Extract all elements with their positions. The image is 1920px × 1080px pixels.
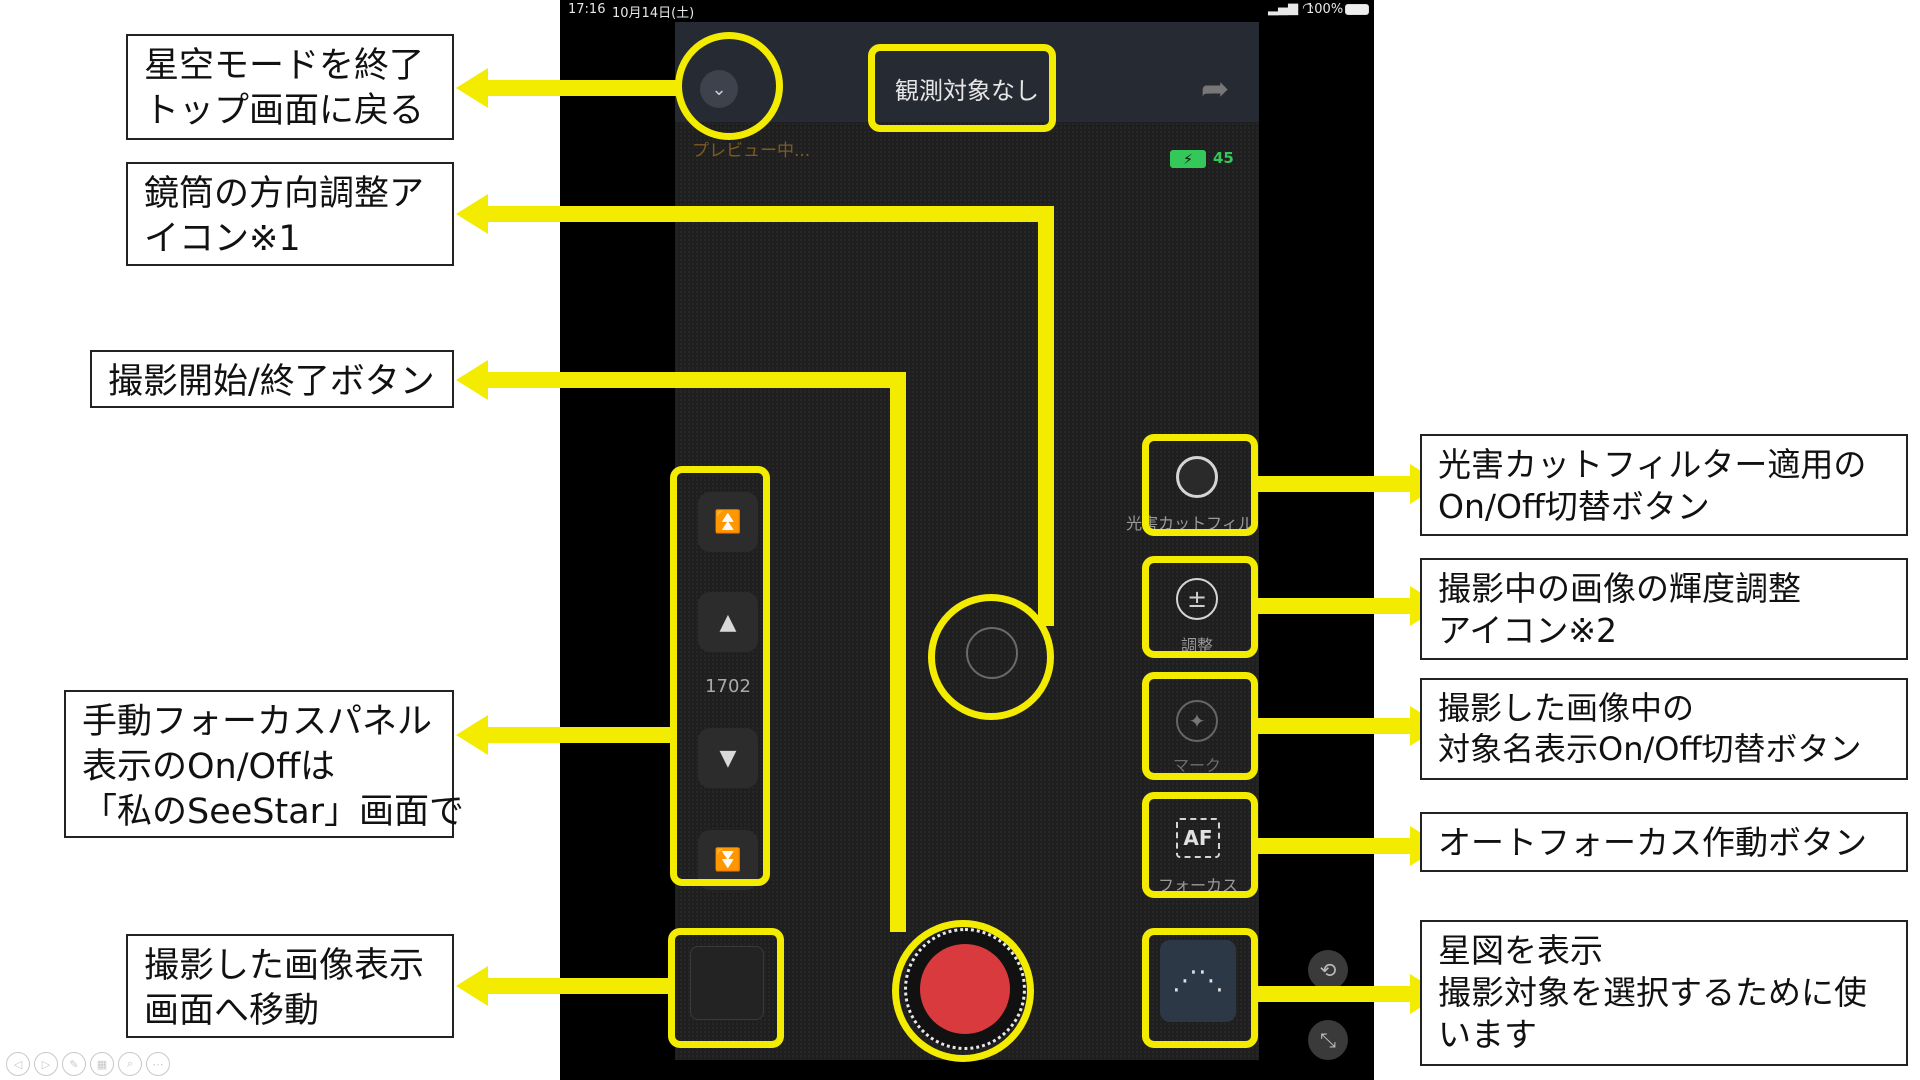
arrowhead-record: [456, 360, 488, 400]
callout-scope-direction: 鏡筒の方向調整ア イコン※1: [126, 162, 454, 266]
highlight-autofocus: [1142, 792, 1258, 898]
more-icon[interactable]: ⋯: [146, 1052, 170, 1076]
pen-icon[interactable]: ✎: [62, 1052, 86, 1076]
zoom-icon[interactable]: ⌕: [118, 1052, 142, 1076]
callout-manual-focus: 手動フォーカスパネル 表示のOn/Offは 「私のSeeStar」画面で: [64, 690, 465, 838]
plus-minus-icon: ±: [1186, 585, 1208, 613]
focus-label: フォーカス: [1157, 876, 1238, 895]
camera-view: [675, 22, 1259, 1060]
up-arrow-icon: ▲: [719, 609, 737, 635]
callout-star-chart: 星図を表示 撮影対象を選択するために使 います: [1420, 920, 1908, 1066]
play-icon[interactable]: ▷: [34, 1052, 58, 1076]
connector-af: [1256, 838, 1412, 854]
scope-battery-icon: ⚡: [1170, 150, 1206, 168]
connector-lp: [1256, 476, 1412, 492]
mark-label: マーク: [1172, 756, 1221, 775]
brightness-adjust-button[interactable]: ±: [1176, 578, 1218, 620]
callout-line: 撮影開始/終了ボタン: [108, 362, 435, 402]
callout-line: イコン※1: [144, 218, 301, 259]
gallery-thumbnail[interactable]: [690, 946, 764, 1020]
highlight-target-label: [868, 44, 1056, 132]
connector-gallery: [488, 978, 672, 994]
sparkle-icon: ✦: [1188, 709, 1206, 733]
focus-down-button[interactable]: ▼: [698, 728, 758, 788]
share-icon[interactable]: ➦: [1200, 69, 1230, 109]
double-up-icon: ⏫: [714, 509, 742, 535]
connector-direction-v: [1038, 206, 1054, 626]
callout-line: On/Off切替ボタン: [1438, 487, 1710, 527]
prev-slide-icon[interactable]: ◁: [6, 1052, 30, 1076]
callout-line: 「私のSeeStar」画面で: [82, 791, 465, 832]
callout-line: 光害カットフィルター適用の: [1438, 445, 1867, 484]
highlight-joystick: [928, 594, 1054, 720]
down-arrow-icon: ▼: [719, 745, 737, 771]
arrowhead-direction: [456, 194, 488, 234]
status-date: 10月14日(土): [612, 6, 695, 21]
callout-line: トップ画面に戻る: [144, 90, 425, 131]
arrowhead-exit: [456, 68, 488, 108]
rotate-icon[interactable]: ⟲: [1308, 950, 1348, 990]
callout-line: 画面へ移動: [144, 990, 320, 1031]
lp-filter-label: 光害カットフィル: [1126, 514, 1254, 533]
callout-line: アイコン※2: [1438, 611, 1617, 651]
adjust-label: 調整: [1180, 636, 1213, 655]
arrowhead-focus: [456, 715, 488, 755]
slides-icon[interactable]: ▦: [90, 1052, 114, 1076]
device-battery-icon: [1345, 4, 1369, 15]
callout-line: 星空モードを終了: [144, 46, 425, 86]
connector-adjust: [1256, 598, 1412, 614]
callout-brightness: 撮影中の画像の輝度調整 アイコン※2: [1420, 558, 1908, 660]
callout-object-names: 撮影した画像中の 対象名表示On/Off切替ボタン: [1420, 678, 1908, 780]
highlight-record-button: [892, 920, 1034, 1062]
callout-line: 撮影対象を選択するために使: [1438, 973, 1867, 1013]
callout-record-button: 撮影開始/終了ボタン: [90, 350, 454, 408]
constellation-icon: ⋰⋱: [1172, 966, 1224, 996]
focus-position: 1702: [705, 676, 751, 697]
connector-record-v: [890, 372, 906, 932]
star-chart-button[interactable]: ⋰⋱: [1160, 940, 1236, 1022]
callout-line: 表示のOn/Offは: [82, 746, 336, 787]
connector-exit: [488, 80, 678, 96]
scope-battery-level: 45: [1213, 149, 1234, 167]
highlight-gallery: [668, 928, 784, 1048]
callout-gallery: 撮影した画像表示 画面へ移動: [126, 934, 454, 1038]
connector-star-chart: [1256, 986, 1412, 1002]
status-battery-percent: 100%: [1306, 2, 1344, 17]
collapse-icon[interactable]: ⤡: [1308, 1020, 1348, 1060]
lp-filter-toggle[interactable]: [1176, 456, 1218, 498]
highlight-adjust: [1142, 556, 1258, 658]
connector-direction-h: [488, 206, 1054, 222]
mark-toggle-button[interactable]: ✦: [1176, 700, 1218, 742]
callout-line: います: [1438, 1015, 1537, 1055]
highlight-star-chart: [1142, 928, 1258, 1048]
connector-mark: [1256, 718, 1412, 734]
signal-icon: ▂▄▆ ◠: [1268, 1, 1314, 16]
callout-line: オートフォーカス作動ボタン: [1438, 823, 1867, 862]
callout-exit-star-mode: 星空モードを終了 トップ画面に戻る: [126, 34, 454, 140]
double-down-icon: ⏬: [714, 847, 742, 873]
callout-line: 星図を表示: [1438, 931, 1603, 970]
preview-status: プレビュー中...: [692, 141, 811, 161]
arrowhead-gallery: [456, 966, 488, 1006]
target-label[interactable]: 観測対象なし: [895, 77, 1039, 105]
callout-line: 手動フォーカスパネル: [82, 702, 433, 742]
highlight-focus-panel: [670, 466, 770, 886]
highlight-lp-filter: [1142, 434, 1258, 536]
callout-line: 撮影した画像表示: [144, 946, 425, 986]
status-time: 17:16: [568, 2, 606, 17]
connector-record-h: [488, 372, 906, 388]
callout-autofocus: オートフォーカス作動ボタン: [1420, 812, 1908, 872]
callout-line: 撮影した画像中の: [1438, 689, 1695, 727]
af-icon[interactable]: AF: [1176, 818, 1220, 858]
callout-line: 対象名表示On/Off切替ボタン: [1438, 729, 1862, 768]
focus-up-button[interactable]: ▲: [698, 592, 758, 652]
callout-line: 鏡筒の方向調整ア: [144, 174, 425, 214]
focus-fast-up-button[interactable]: ⏫: [698, 492, 758, 552]
callout-lp-filter: 光害カットフィルター適用の On/Off切替ボタン: [1420, 434, 1908, 536]
highlight-mark: [1142, 672, 1258, 780]
highlight-exit-button: [675, 32, 783, 140]
callout-line: 撮影中の画像の輝度調整: [1438, 569, 1801, 608]
connector-focus: [488, 727, 672, 743]
